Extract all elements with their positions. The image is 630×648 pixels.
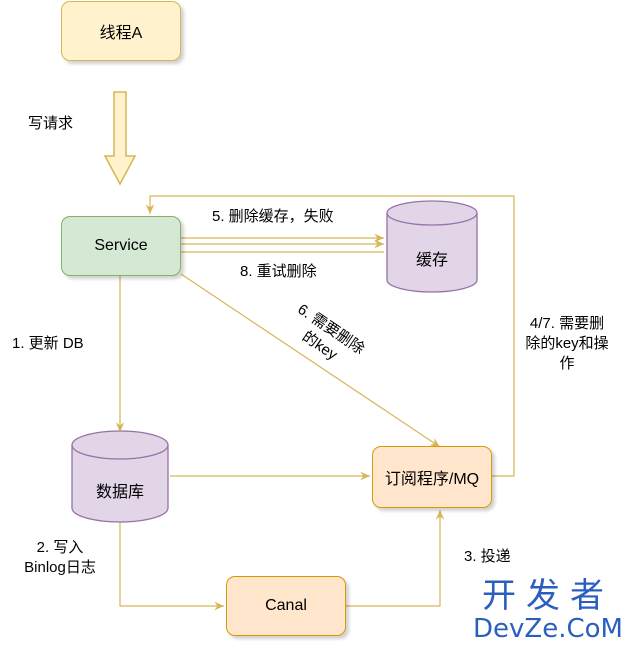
binlog-label-line1: 2. 写入 bbox=[36, 539, 84, 556]
watermark-en: DevZe.CoM bbox=[473, 614, 623, 644]
deliver-label: 3. 投递 bbox=[464, 548, 511, 565]
database-label: 数据库 bbox=[95, 484, 144, 501]
mq-feedback-label-line2: 除的key和操 bbox=[525, 335, 609, 352]
retry-delete-label: 8. 重试删除 bbox=[240, 263, 317, 280]
binlog-label: 2. 写入 Binlog日志 bbox=[8, 538, 112, 578]
edge-binlog bbox=[119, 522, 224, 611]
write-request-arrow bbox=[103, 91, 137, 186]
write-request-label: 写请求 bbox=[28, 115, 74, 132]
binlog-label-line2: Binlog日志 bbox=[24, 559, 96, 576]
delete-fail-label: 5. 删除缓存，失败 bbox=[212, 208, 334, 225]
service-label: Service bbox=[94, 237, 148, 254]
watermark-cn: 开发者 bbox=[482, 576, 614, 616]
cache-cylinder bbox=[386, 200, 478, 293]
cache-label: 缓存 bbox=[415, 252, 448, 269]
database-cylinder bbox=[71, 430, 169, 523]
watermark-logo: 开发者 DevZe.CoM bbox=[470, 578, 626, 644]
mq-node: 订阅程序/MQ bbox=[372, 446, 492, 508]
mq-feedback-label-line3: 作 bbox=[559, 355, 575, 372]
thread-a-label: 线程A bbox=[99, 25, 143, 42]
edge-need-delete-key bbox=[180, 273, 441, 448]
mq-feedback-label-line1: 4/7. 需要删 bbox=[529, 315, 605, 332]
edge-deliver bbox=[346, 510, 445, 607]
mq-label: 订阅程序/MQ bbox=[384, 471, 480, 488]
thread-a-node: 线程A bbox=[61, 1, 181, 61]
canal-label: Canal bbox=[265, 597, 307, 614]
edge-mq-feedback bbox=[145, 195, 515, 477]
update-db-label: 1. 更新 DB bbox=[12, 335, 84, 352]
mq-feedback-label: 4/7. 需要删 除的key和操 作 bbox=[512, 314, 622, 374]
canal-node: Canal bbox=[226, 576, 346, 636]
service-node: Service bbox=[61, 216, 181, 276]
